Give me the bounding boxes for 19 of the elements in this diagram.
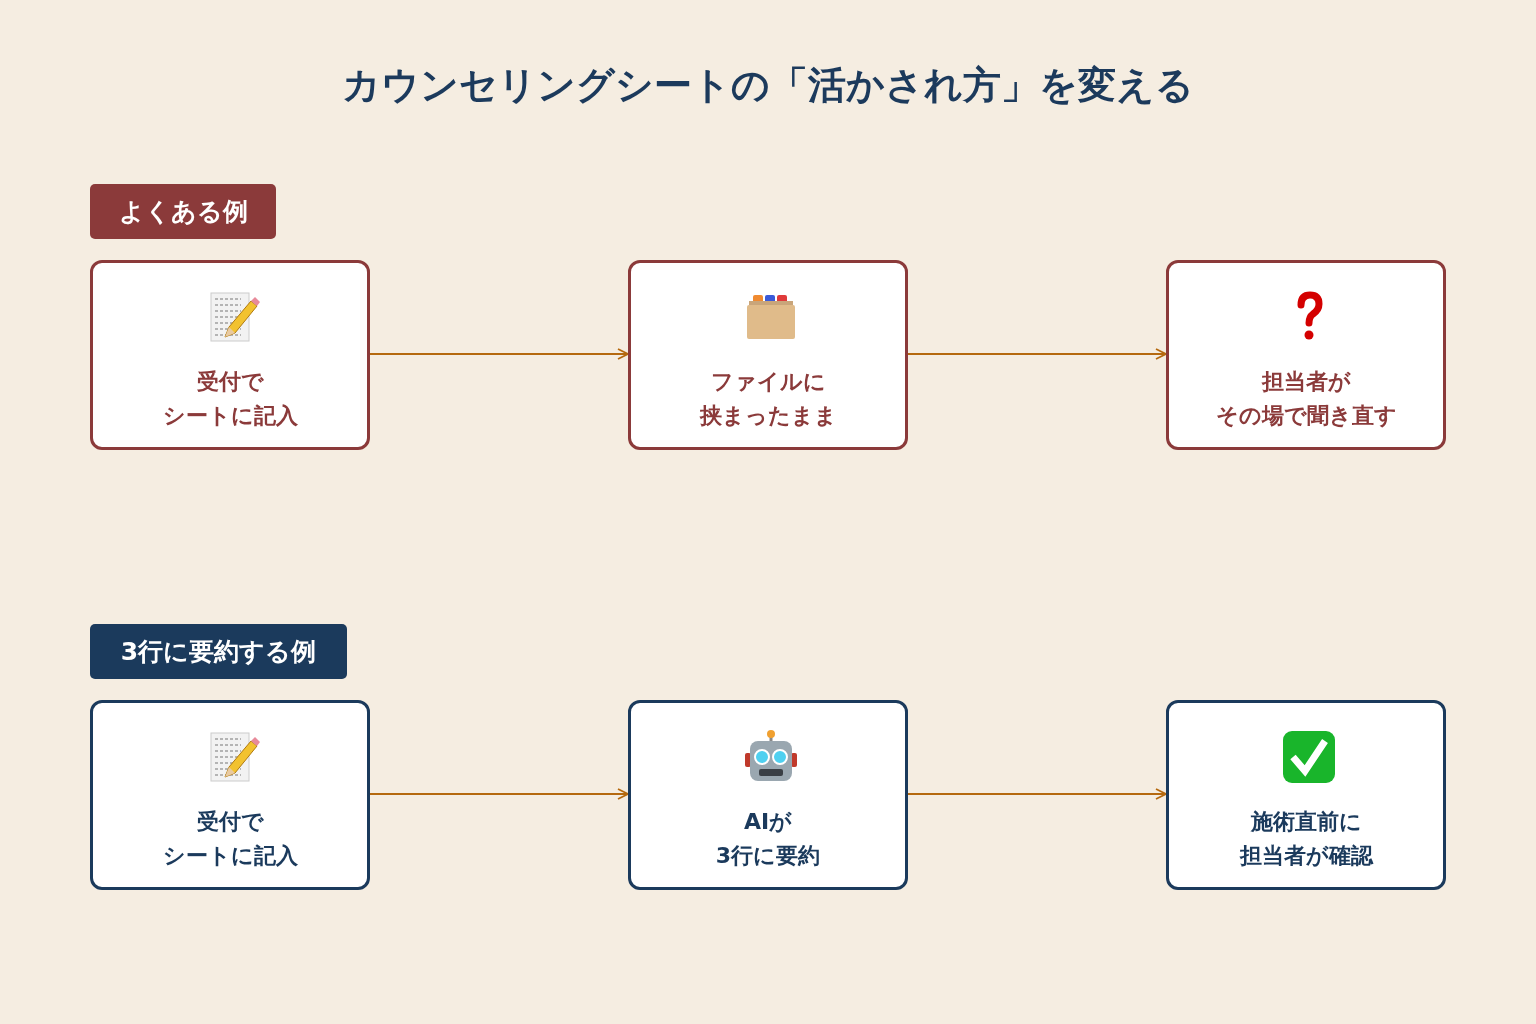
section-label: 3行に要約する例 [90, 624, 347, 679]
step-card [628, 700, 908, 890]
arrow [369, 348, 629, 360]
arrow [907, 788, 1167, 800]
step-card [90, 260, 370, 450]
step-text: 担当者がその場で聞き直す [1214, 368, 1398, 430]
step-card [1166, 260, 1446, 450]
section-label: よくある例 [90, 184, 276, 239]
step-text: ファイルに挟まったまま [698, 368, 838, 430]
step-card [1166, 700, 1446, 890]
step-card [628, 260, 908, 450]
diagram-title: カウンセリングシートの「活かされ方」を変える [341, 62, 1195, 109]
step-text: 受付でシートに記入 [161, 808, 299, 870]
arrow [907, 348, 1167, 360]
step-text: 施術直前に担当者が確認 [1238, 808, 1375, 870]
arrow [369, 788, 629, 800]
step-text: AIが3行に要約 [714, 808, 822, 870]
step-card [90, 700, 370, 890]
step-text: 受付でシートに記入 [161, 368, 299, 430]
